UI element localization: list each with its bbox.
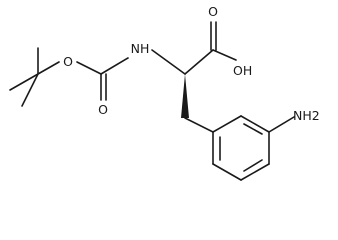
bond-ring-inner-2 [243,159,263,172]
stereo-wedge-bond [181,74,189,118]
bond-nh-alpha-carbon [151,49,186,75]
bond-ester-oxygen-carbonyl [76,61,102,75]
bond-methyl-bottom [21,73,39,107]
bond-methyl-left [9,73,39,91]
bond-ring-5 [212,163,242,181]
bond-ring-amine [268,116,295,133]
bonds [9,21,295,181]
bond-ring-2 [240,115,270,133]
bond-ring-1 [212,115,242,133]
atom-label-amine: NH2 [293,108,320,123]
bond-alpha-carbon-carboxyl [184,49,214,75]
atom-label-hydroxyl: OH [233,63,252,78]
atom-label-ester-oxygen: O [63,54,73,69]
bond-carbonyl-nh [100,57,129,75]
atom-labels: O O NH O OH NH2 [63,4,320,123]
atom-label-acid-oxygen: O [208,4,218,19]
bond-quaternary-carbon-oxygen [37,61,60,75]
atom-label-nh: NH [131,41,150,56]
bond-ring-inner-1 [243,123,263,135]
chemical-structure: O O NH O OH NH2 [9,4,320,181]
atom-label-carbamate-oxygen: O [98,102,108,117]
bond-ch2-ring [184,117,214,133]
bond-carboxyl-hydroxyl [212,49,237,61]
bond-ring-4 [240,163,270,181]
